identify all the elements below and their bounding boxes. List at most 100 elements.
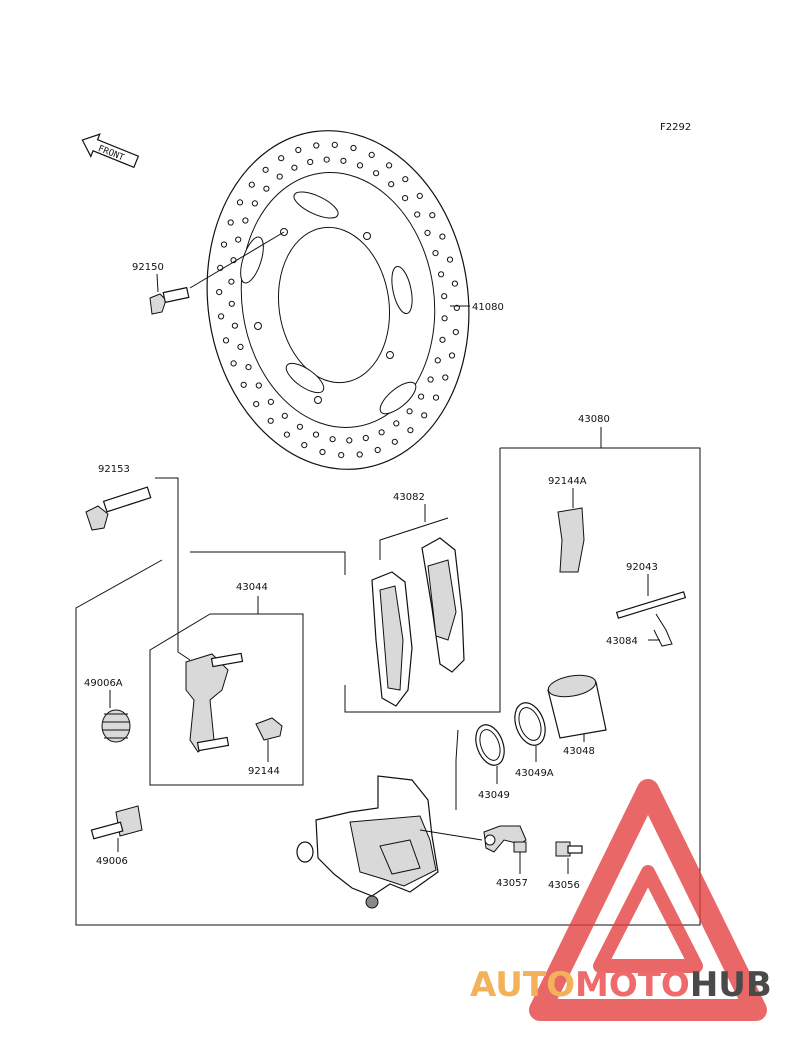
label-43049: 43049: [478, 790, 510, 801]
disc-hole: [253, 401, 260, 408]
bracket-bolt-92153: [85, 486, 152, 531]
disc-hole: [218, 313, 225, 320]
disc-hole: [402, 195, 409, 202]
disc-hole: [230, 360, 237, 367]
watermark-moto: MOTO: [575, 965, 690, 1005]
disc-hole: [319, 448, 326, 456]
disc-hole: [402, 176, 409, 183]
disc-hole: [350, 144, 357, 152]
disc-hole: [414, 211, 421, 218]
disc-hole: [301, 442, 308, 449]
disc-bolt-92150: [149, 231, 285, 315]
disc-hole: [235, 236, 242, 243]
piston-seal-43049: [475, 724, 505, 766]
disc-hole: [421, 412, 428, 419]
label-49006A: 49006A: [84, 678, 123, 689]
disc-hole: [227, 219, 234, 226]
disc-hole: [267, 417, 274, 424]
label-43044: 43044: [236, 582, 268, 593]
disc-hole: [240, 381, 247, 388]
disc-hole: [446, 256, 454, 263]
disc-hole: [438, 271, 445, 278]
disc-hole: [418, 393, 425, 400]
disc-hole: [237, 343, 244, 350]
label-92144A: 92144A: [548, 476, 587, 487]
disc-hole: [452, 329, 459, 336]
disc-hole: [346, 437, 353, 444]
label-43057: 43057: [496, 878, 528, 889]
disc-hole: [248, 181, 255, 188]
disc-hole: [393, 420, 400, 427]
front-arrow-icon: FRONT: [81, 133, 140, 169]
pin-clip-43084: [653, 613, 673, 647]
disc-hole: [276, 173, 283, 180]
bleeder-cap-43057: [513, 841, 527, 853]
disc-hole: [323, 156, 330, 163]
caliper-assembly-frame: [75, 447, 701, 926]
disc-hole: [220, 241, 228, 248]
disc-hole: [386, 162, 393, 169]
brake-disc: [206, 130, 470, 470]
brake-pad-right: [421, 537, 465, 673]
disc-hole: [441, 293, 448, 300]
disc-hole: [307, 158, 314, 166]
disc-hole: [228, 278, 235, 285]
disc-hole: [374, 446, 381, 454]
disc-hole: [448, 352, 456, 359]
watermark-text: AUTOMOTOHUB: [470, 965, 772, 1005]
label-43084: 43084: [606, 636, 638, 647]
automotohub-watermark-logo: [529, 779, 767, 1021]
disc-hole: [263, 185, 270, 192]
label-43080: 43080: [578, 414, 610, 425]
disc-hole: [338, 452, 345, 459]
disc-hole: [291, 164, 298, 171]
disc-hole: [391, 438, 398, 445]
disc-hole: [262, 166, 269, 173]
disc-hole: [362, 434, 369, 442]
disc-hole: [255, 382, 262, 389]
piston-43048: [547, 674, 607, 739]
disc-hole: [296, 423, 303, 430]
caliper-bracket-43044: [185, 652, 244, 753]
disc-hole: [427, 376, 434, 383]
disc-hole: [356, 451, 363, 458]
caliper-body: [296, 775, 439, 909]
disc-hole: [245, 364, 252, 371]
disc-hole: [251, 200, 258, 207]
disc-hole: [281, 412, 288, 419]
label-92153: 92153: [98, 464, 130, 475]
watermark-hub: HUB: [690, 965, 772, 1005]
disc-hole: [356, 162, 364, 169]
disc-hole: [278, 155, 285, 162]
disc-hole: [331, 141, 338, 148]
disc-hole: [416, 192, 423, 199]
figure-code: F2292: [660, 122, 691, 133]
label-43048: 43048: [563, 746, 595, 757]
label-92043: 92043: [626, 562, 658, 573]
slide-pin-49006: [90, 805, 143, 840]
disc-hole: [242, 217, 249, 224]
disc-hole: [407, 427, 414, 434]
disc-hole: [329, 436, 336, 443]
label-43082: 43082: [393, 492, 425, 503]
disc-hole: [267, 398, 274, 405]
disc-hole: [368, 151, 375, 158]
disc-hole: [424, 229, 431, 236]
disc-hole: [451, 280, 458, 287]
disc-hole: [406, 408, 413, 415]
disc-hole: [340, 157, 347, 164]
disc-drill-holes: [216, 141, 460, 459]
label-41080: 41080: [472, 302, 504, 313]
disc-hole: [432, 250, 439, 257]
disc-hole: [222, 337, 230, 344]
disc-hole: [429, 212, 436, 219]
disc-hole: [441, 315, 448, 322]
disc-hole: [295, 146, 302, 154]
disc-hole: [388, 181, 395, 188]
disc-hole: [236, 199, 244, 206]
disc-hole: [216, 289, 223, 296]
disc-hole: [439, 336, 446, 343]
disc-hole: [432, 394, 440, 401]
watermark-auto: AUTO: [470, 965, 575, 1005]
